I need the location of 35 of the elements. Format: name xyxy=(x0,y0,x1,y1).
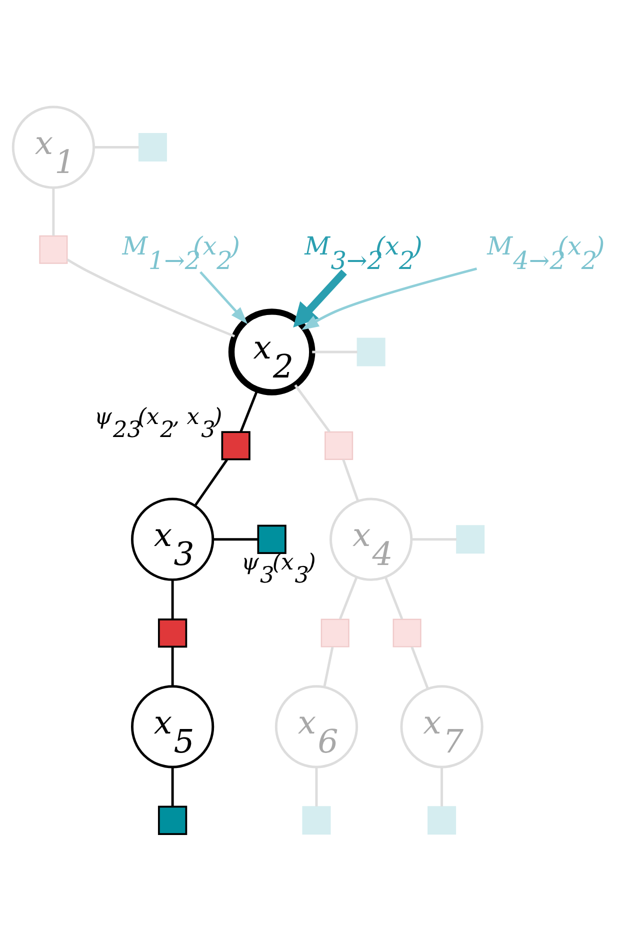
arrow xyxy=(200,271,248,324)
connector xyxy=(240,389,259,432)
connector xyxy=(171,767,174,806)
node-box xyxy=(39,235,68,264)
connector xyxy=(171,580,174,620)
connector xyxy=(94,146,139,149)
node-box xyxy=(257,524,286,554)
connector xyxy=(342,459,360,502)
connector xyxy=(411,538,457,541)
node-box xyxy=(302,806,331,835)
connector xyxy=(294,384,330,432)
connector xyxy=(315,767,318,806)
node-box xyxy=(324,431,354,460)
connector xyxy=(312,350,358,354)
connector xyxy=(212,538,258,541)
node-box xyxy=(158,618,188,648)
node-box xyxy=(456,525,485,554)
node-box xyxy=(221,431,250,460)
node-box xyxy=(158,806,188,835)
connector xyxy=(171,646,174,686)
connector xyxy=(52,188,55,236)
node-box xyxy=(356,338,386,366)
node-box xyxy=(392,618,422,648)
connector xyxy=(66,258,235,338)
node-box xyxy=(320,618,350,648)
connector xyxy=(440,767,444,806)
connector xyxy=(410,646,429,689)
connector xyxy=(338,576,358,620)
arrow xyxy=(293,270,347,328)
connector xyxy=(323,646,334,688)
connector xyxy=(384,576,404,620)
connector xyxy=(194,458,228,506)
node-box xyxy=(428,806,456,835)
arrow xyxy=(301,267,478,330)
node-box xyxy=(138,133,167,162)
